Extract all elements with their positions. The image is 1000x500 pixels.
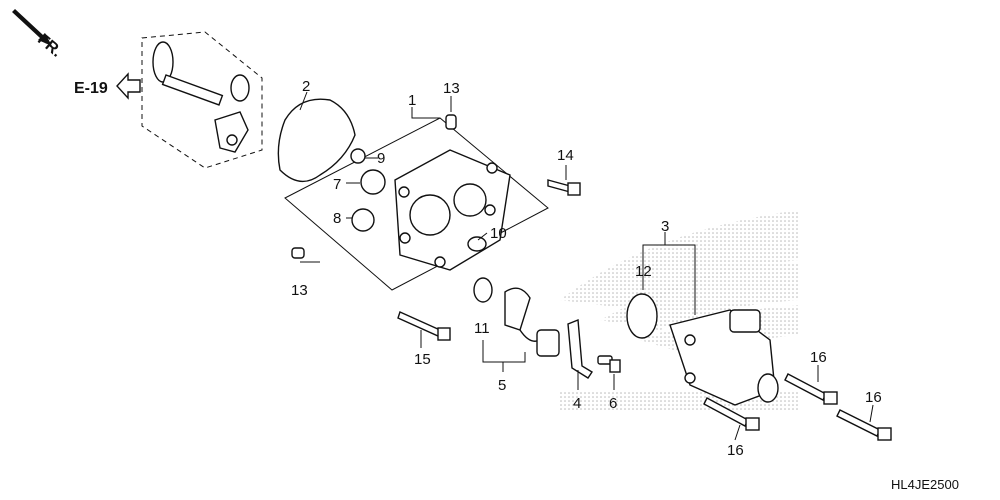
callout-6: 6 (609, 395, 617, 412)
callout-labels: 1 2 3 4 5 6 7 8 9 10 11 12 13 13 14 15 1… (291, 78, 882, 459)
callout-1: 1 (408, 92, 416, 109)
bolt-6 (597, 355, 621, 373)
bolt-16-c (836, 409, 892, 441)
callout-14: 14 (557, 147, 574, 164)
dowel-pin-upper (445, 114, 457, 130)
sensor-assembly (504, 287, 560, 357)
callout-11: 11 (474, 320, 490, 337)
shift-motor (669, 309, 779, 406)
callout-5: 5 (498, 377, 506, 394)
bolt-16-b (703, 397, 760, 431)
front-direction-arrow: FR. (12, 9, 65, 61)
bearing-lower (351, 208, 375, 232)
callout-10: 10 (490, 225, 507, 242)
bolt-14 (547, 179, 581, 196)
leader-lines (299, 91, 874, 441)
callout-7: 7 (333, 176, 341, 193)
callout-4: 4 (573, 395, 581, 412)
callout-2: 2 (302, 78, 310, 95)
callout-16-a: 16 (810, 349, 827, 366)
callout-16-c: 16 (865, 389, 882, 406)
callout-15: 15 (414, 351, 431, 368)
dowel-pin-lower (291, 247, 305, 259)
reference-callout[interactable]: E-19 (74, 72, 141, 100)
gear-shaft-assembly (152, 41, 250, 153)
bolt-16-a (784, 373, 838, 405)
callout-13-upper: 13 (443, 80, 460, 97)
callout-9: 9 (377, 150, 385, 167)
arrow-left-icon (116, 72, 141, 100)
diagram-code: HL4JE2500 (891, 477, 959, 492)
reference-label: E-19 (74, 80, 108, 97)
bearing-upper (360, 169, 386, 195)
bracket (567, 318, 593, 379)
callout-16-b: 16 (727, 442, 744, 459)
callout-13-lower: 13 (291, 282, 308, 299)
oil-seal (350, 148, 366, 164)
bolt-15 (397, 311, 451, 341)
o-ring-12 (626, 293, 658, 339)
housing-cover (394, 149, 511, 271)
collar (467, 236, 487, 252)
o-ring-11 (473, 277, 493, 303)
callout-3: 3 (661, 218, 669, 235)
callout-12: 12 (635, 263, 652, 280)
callout-8: 8 (333, 210, 341, 227)
gasket (277, 98, 356, 183)
